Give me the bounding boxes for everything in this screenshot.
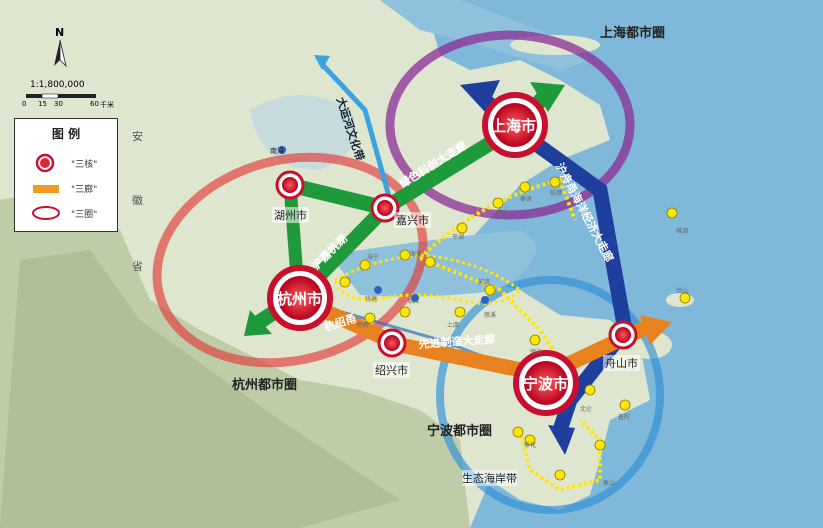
canal-corridor-line: [318, 60, 393, 201]
town-label: 北仑: [580, 406, 593, 413]
core-label-ningbo: 宁波市: [523, 375, 569, 393]
city-label-huzhou: 湖州市: [272, 207, 309, 223]
core-label-hangzhou: 杭州市: [277, 290, 323, 308]
town-label: 嵊泗: [676, 228, 689, 235]
island: [602, 405, 618, 415]
scale-tick-30: 30: [54, 100, 63, 108]
legend-label-corridors: "三廊": [71, 185, 98, 195]
legend-title: 图 例: [51, 127, 81, 141]
corridor-arrow-icon: [33, 185, 59, 193]
city-label-jiaxing: 嘉兴市: [394, 212, 431, 228]
city-label-shaoxing: 绍兴市: [373, 362, 410, 378]
green-tech-arrowhead: [530, 82, 565, 112]
town-label: 前湾: [478, 279, 491, 286]
town-label: 岱山: [676, 288, 689, 295]
hu-yong-arrowhead-south: [548, 425, 575, 455]
terrain-texture: [0, 250, 400, 528]
town-label: 海宁: [367, 254, 380, 261]
corridor-label-eco-coast: 生态海岸带: [462, 470, 517, 486]
canal-corridor-arrow: [314, 55, 330, 70]
north-arrow-icon: [54, 39, 67, 68]
town-label: 金山: [496, 209, 509, 216]
scale-tick-60: 60: [90, 100, 99, 108]
circle-label-ningbo: 宁波都市圈: [427, 424, 493, 439]
town-label: 海盐: [410, 251, 423, 258]
ningbo-circle-ring: [436, 276, 664, 514]
core-label-shanghai: 上海市: [491, 117, 537, 135]
town-dots: [339, 176, 691, 481]
legend-box: 图 例 "三核" "三廊" "三圈": [14, 118, 118, 232]
hang-shao-yong-arrowhead: [640, 315, 672, 345]
scale-tick-0: 0: [22, 100, 27, 108]
scale-text: 1:1,800,000: [30, 80, 85, 90]
hu-jia-hang-arrowhead: [244, 310, 272, 336]
shanghai-circle-ring: [385, 30, 635, 220]
province-label-char: 安: [132, 130, 143, 143]
town-label: 平湖: [452, 234, 465, 241]
legend-label-cores: "三核": [71, 160, 98, 170]
circle-label-shanghai: 上海都市圈: [600, 26, 666, 41]
eco-coast-band: [418, 177, 602, 493]
town-label: 柯桥: [357, 322, 370, 329]
town-label: 临江: [408, 298, 421, 305]
province-label-char: 徽: [132, 194, 143, 207]
town-label: 南浔: [270, 147, 284, 155]
island: [620, 374, 640, 386]
town-label: 奉化: [524, 442, 537, 449]
town-label: 上虞: [447, 322, 460, 329]
town-label: 临港: [550, 190, 563, 197]
core-circle-icon: [35, 153, 55, 173]
legend-symbols: [32, 153, 60, 220]
scale-unit: 千米: [100, 101, 114, 109]
scale-tick-15: 15: [38, 100, 47, 108]
lake-taihu: [250, 95, 356, 170]
province-label-char: 省: [132, 260, 143, 273]
core-markers: [267, 92, 579, 416]
legend-label-circles: "三圈": [71, 210, 98, 220]
town-label: 镇海: [530, 349, 543, 356]
town-label: 奉贤: [520, 196, 533, 203]
secondary-city-markers: [275, 170, 638, 358]
town-label: 钱塘: [365, 296, 378, 303]
town-label: 普陀: [618, 414, 631, 421]
blue-town-dots: [278, 146, 489, 304]
town-label: 慈溪: [484, 312, 497, 319]
north-label: N: [55, 26, 65, 39]
city-label-zhoushan: 舟山市: [603, 355, 640, 371]
scale-bar-graphic: [26, 93, 96, 99]
hang-shao-yong-corridor: [296, 293, 649, 383]
town-label: 象山: [603, 480, 616, 487]
circle-label-hangzhou: 杭州都市圈: [232, 378, 298, 393]
circle-ring-icon: [32, 206, 60, 220]
